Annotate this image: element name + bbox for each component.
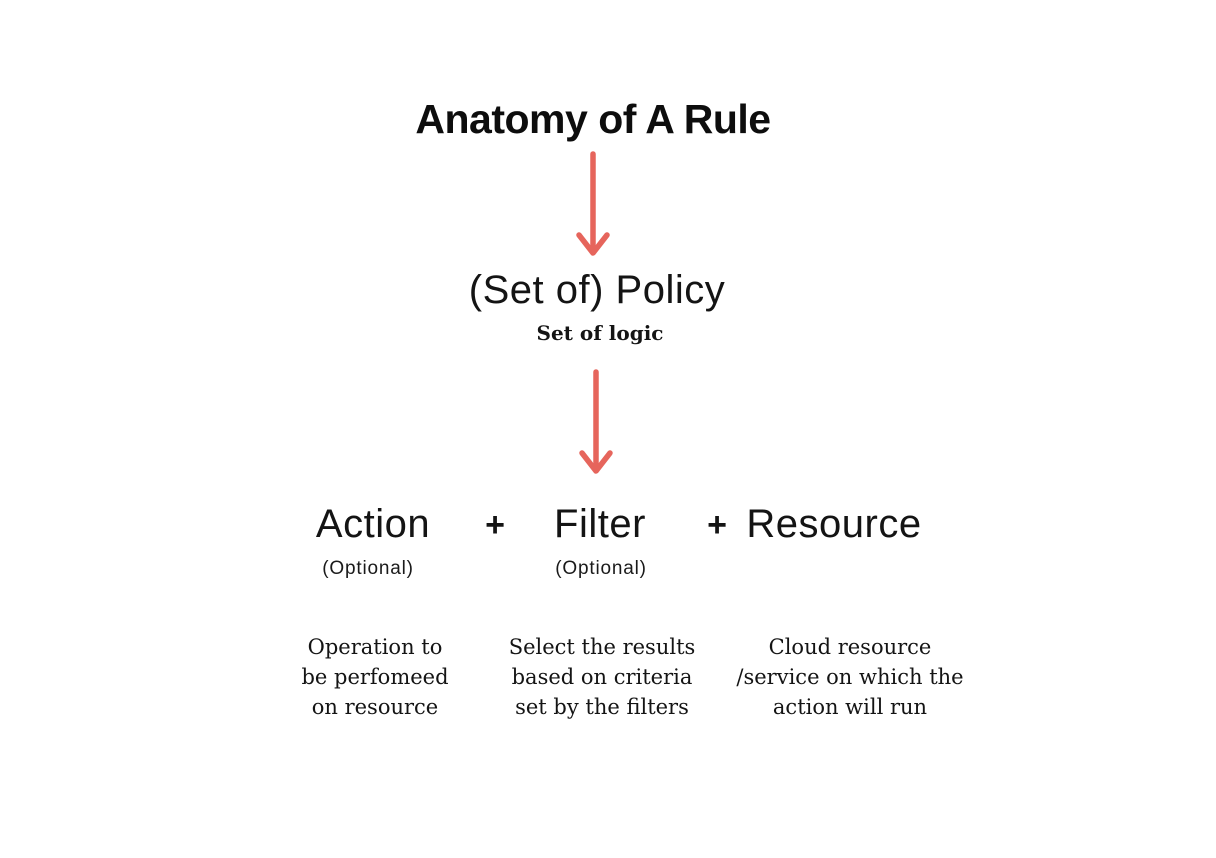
policy-node-sublabel: Set of logic [536,321,664,345]
filter-description: Select the results based on criteria set… [509,632,696,722]
action-optional-label: (Optional) [322,558,414,579]
page-title: Anatomy of A Rule [415,96,771,142]
description-line: be perfomeed [301,665,449,689]
resource-label: Resource [746,502,922,546]
plus-operator: + [485,506,505,544]
description-line: Cloud resource [768,635,932,659]
description-line: based on criteria [511,665,693,689]
action-label: Action [315,502,431,546]
resource-description: Cloud resource /service on which the act… [736,632,963,722]
filter-label: Filter [554,502,646,546]
description-line: Select the results [508,635,696,659]
filter-optional-label: (Optional) [555,558,647,579]
arrow-down-icon [576,151,610,256]
arrow-head [579,450,613,474]
description-line: /service on which the [736,665,964,689]
description-line: Operation to [307,635,443,659]
plus-operator: + [707,506,727,544]
action-description: Operation to be perfomeed on resource [301,632,448,722]
policy-node-label: (Set of) Policy [468,268,726,312]
arrow-head [576,232,610,256]
description-line: action will run [772,695,928,719]
description-line: set by the filters [515,695,689,719]
description-line: on resource [311,695,439,719]
arrow-down-icon [579,369,613,474]
